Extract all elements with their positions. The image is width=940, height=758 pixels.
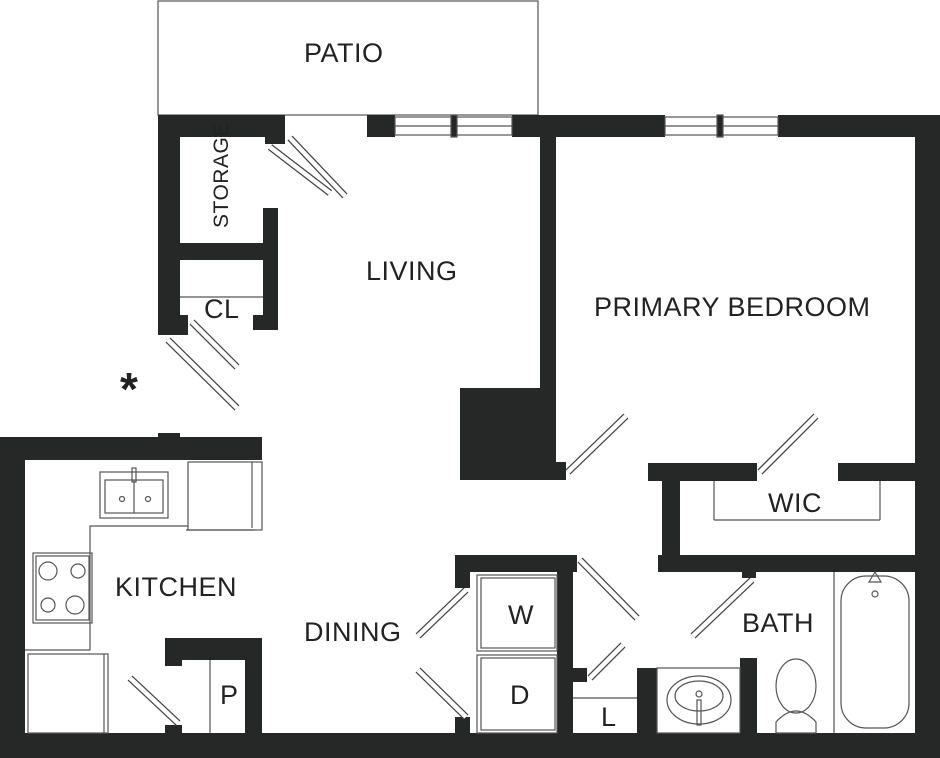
refrigerator [186,461,263,531]
room-label-bath: BATH [742,608,815,638]
bathroom-sink [656,667,741,734]
room-label-living: LIVING [366,256,458,286]
room-label-primary-bedroom: PRIMARY BEDROOM [594,292,871,322]
room-label-linen: L [601,702,617,732]
toilet [775,658,817,734]
room-label-closet: CL [204,294,240,324]
fixtures [25,296,910,734]
room-label-wic: WIC [768,488,822,518]
room-label-dining: DINING [304,617,402,647]
room-label-patio: PATIO [304,38,384,68]
room-label-storage: STORAGE [210,122,233,228]
patio-outline [157,0,539,116]
bathtub [833,570,910,733]
windows [394,114,779,138]
dishwasher [27,653,109,734]
room-label-kitchen: KITCHEN [115,572,238,602]
entry-marker: * [120,363,139,415]
label-dryer: D [510,680,530,710]
stove [32,552,93,624]
washer-dryer [476,574,558,734]
label-washer: W [508,600,534,630]
kitchen-sink [99,467,169,519]
room-label-pantry: P [220,680,239,710]
walls [0,115,940,758]
doors [127,135,819,726]
